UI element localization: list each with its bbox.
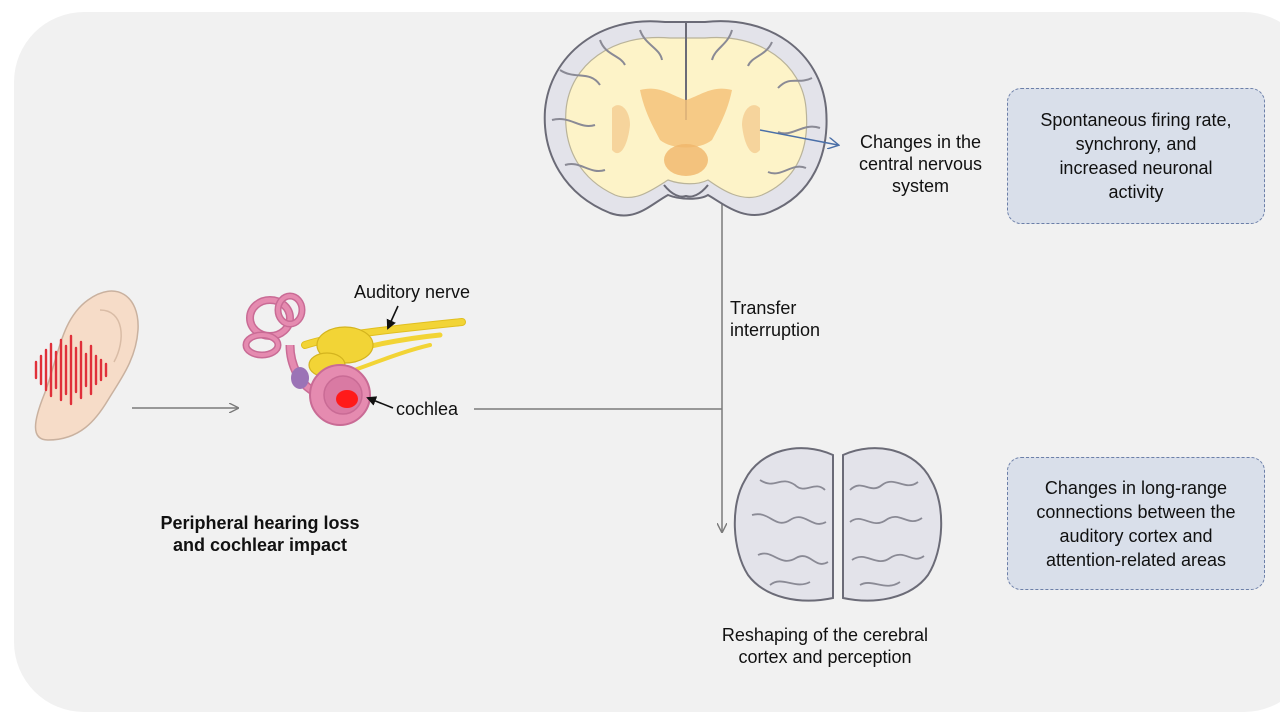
firing-rate-text: Spontaneous firing rate, synchrony, and … [1040, 108, 1231, 204]
firing-rate-box: Spontaneous firing rate, synchrony, and … [1007, 88, 1265, 224]
brain-coronal-section-icon [545, 21, 827, 215]
cortex-reshaping-caption: Reshaping of the cerebral cortex and per… [690, 624, 960, 668]
cochlea-pointer [368, 398, 393, 408]
auditory-nerve-pointer [388, 306, 398, 328]
brain-top-view-icon [735, 448, 941, 600]
transfer-interruption-label: Transfer interruption [730, 297, 850, 341]
auditory-nerve-label: Auditory nerve [354, 281, 494, 303]
long-range-connections-text: Changes in long-range connections betwee… [1036, 476, 1235, 572]
cochlea-label: cochlea [396, 398, 476, 420]
cns-changes-label: Changes in the central nervous system [838, 131, 1003, 197]
peripheral-caption: Peripheral hearing loss and cochlear imp… [110, 512, 410, 556]
long-range-connections-box: Changes in long-range connections betwee… [1007, 457, 1265, 590]
